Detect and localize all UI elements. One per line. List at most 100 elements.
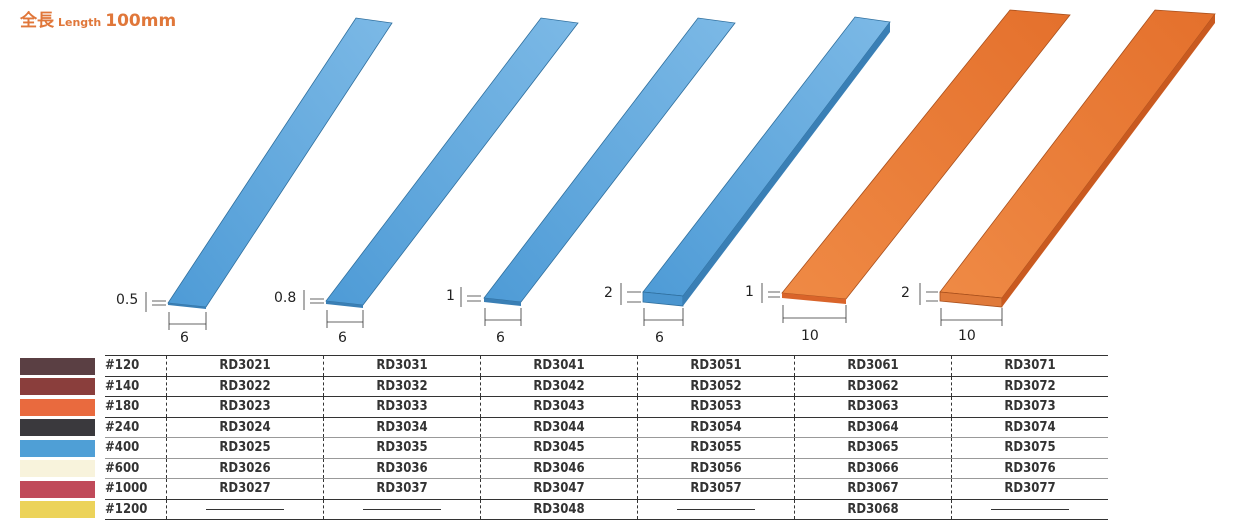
dimension-lines [145, 283, 1003, 330]
product-code: RD3063 [794, 396, 952, 417]
product-code: RD3066 [794, 457, 952, 479]
thickness-label: 2 [604, 285, 613, 301]
product-code: RD3027 [166, 478, 324, 499]
thickness-label: 1 [745, 284, 754, 300]
dash [363, 508, 441, 510]
product-code: RD3055 [637, 437, 795, 458]
product-code: RD3047 [480, 478, 638, 499]
grit-label: #180 [105, 396, 167, 417]
color-swatch [20, 480, 95, 498]
color-swatch-cell [20, 376, 105, 397]
product-code: RD3041 [480, 355, 638, 376]
thickness-label: 0.8 [274, 290, 297, 306]
product-code: RD3077 [951, 478, 1108, 499]
dash [206, 508, 284, 510]
dash [677, 508, 755, 510]
product-code: RD3045 [480, 437, 638, 458]
thickness-label: 1 [446, 288, 455, 304]
color-swatch-cell [20, 499, 105, 520]
stick-5 [781, 9, 1071, 304]
sticks-illustration [145, 9, 1216, 330]
product-code-unavailable [637, 498, 795, 520]
product-code: RD3021 [166, 355, 324, 376]
product-code: RD3022 [166, 375, 324, 397]
product-code: RD3071 [951, 355, 1108, 376]
product-code-unavailable [323, 498, 481, 520]
stick-4 [642, 16, 891, 307]
grit-label: #1200 [105, 498, 167, 520]
product-code: RD3051 [637, 355, 795, 376]
product-code: RD3037 [323, 478, 481, 499]
product-code: RD3052 [637, 375, 795, 397]
product-code: RD3036 [323, 457, 481, 479]
grit-label: #140 [105, 375, 167, 397]
product-code: RD3043 [480, 396, 638, 417]
product-code: RD3056 [637, 457, 795, 479]
product-code: RD3034 [323, 416, 481, 438]
product-code: RD3054 [637, 416, 795, 438]
color-swatch-cell [20, 479, 105, 500]
product-code: RD3061 [794, 355, 952, 376]
product-code: RD3042 [480, 375, 638, 397]
product-code: RD3065 [794, 437, 952, 458]
stick-1 [167, 17, 393, 309]
color-swatch-cell [20, 438, 105, 459]
color-swatch [20, 398, 95, 416]
stick-6 [939, 9, 1216, 308]
product-code: RD3074 [951, 416, 1108, 438]
product-code: RD3023 [166, 396, 324, 417]
stick-3 [483, 17, 736, 306]
color-swatch [20, 419, 95, 437]
product-code: RD3046 [480, 457, 638, 479]
width-label: 6 [338, 330, 347, 346]
product-code: RD3076 [951, 457, 1108, 479]
product-code: RD3057 [637, 478, 795, 499]
product-code: RD3064 [794, 416, 952, 438]
thickness-label: 2 [901, 285, 910, 301]
color-swatch [20, 378, 95, 396]
product-code: RD3067 [794, 478, 952, 499]
grit-label: #600 [105, 457, 167, 479]
color-swatch [20, 501, 95, 519]
product-code: RD3035 [323, 437, 481, 458]
width-label: 6 [655, 330, 664, 346]
width-label: 10 [958, 328, 976, 344]
color-swatch [20, 460, 95, 478]
product-code: RD3033 [323, 396, 481, 417]
grit-label: #240 [105, 416, 167, 438]
grit-label: #120 [105, 355, 167, 376]
product-code: RD3032 [323, 375, 481, 397]
product-code: RD3073 [951, 396, 1108, 417]
width-label: 6 [496, 330, 505, 346]
product-code-unavailable [166, 498, 324, 520]
grit-label: #1000 [105, 478, 167, 499]
length-ja: 全長 [20, 11, 54, 31]
product-code-unavailable [951, 498, 1108, 520]
grit-label: #400 [105, 437, 167, 458]
color-swatch-cell [20, 356, 105, 377]
product-code: RD3024 [166, 416, 324, 438]
length-value: 100mm [105, 11, 177, 31]
dash [991, 508, 1069, 510]
product-code: RD3053 [637, 396, 795, 417]
length-en: Length [58, 16, 102, 29]
product-code: RD3072 [951, 375, 1108, 397]
color-swatch [20, 439, 95, 457]
stick-2 [325, 17, 579, 308]
color-swatch [20, 357, 95, 375]
product-code: RD3075 [951, 437, 1108, 458]
color-swatch-cell [20, 417, 105, 438]
color-swatch-cell [20, 397, 105, 418]
product-code: RD3025 [166, 437, 324, 458]
product-code: RD3031 [323, 355, 481, 376]
thickness-label: 0.5 [116, 292, 139, 308]
